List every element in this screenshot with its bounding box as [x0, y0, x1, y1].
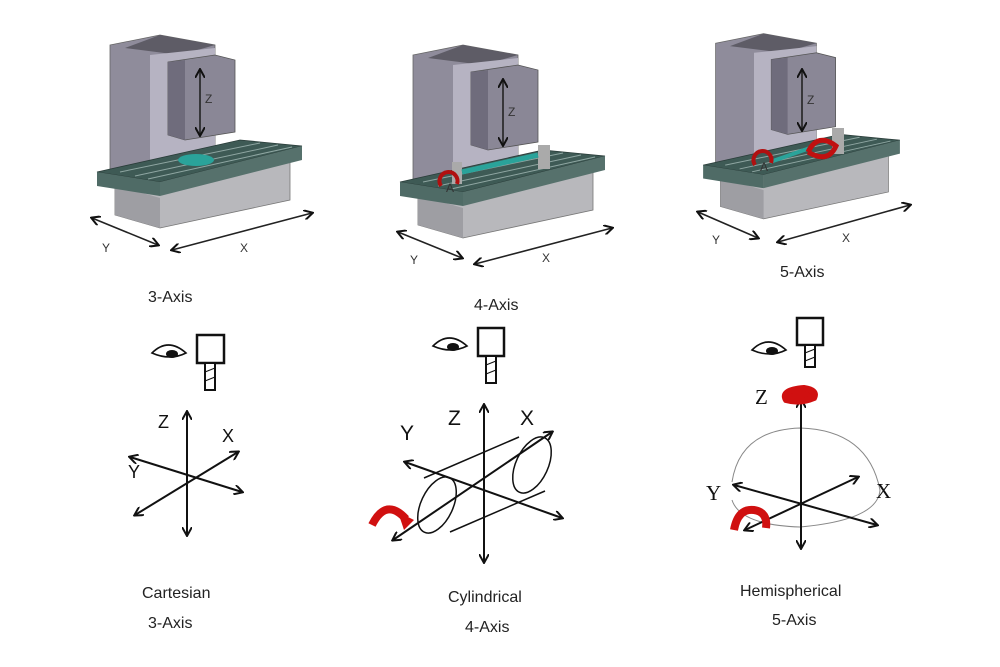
tool-icon: [476, 326, 506, 358]
axes-label: 5-Axis: [772, 612, 816, 629]
z-label: Z: [158, 412, 169, 432]
machine-title: 5-Axis: [780, 264, 824, 281]
axes-label: 3-Axis: [148, 615, 192, 632]
rotation-a-icon: [437, 170, 460, 188]
z-label: Z: [205, 92, 212, 106]
workpiece: [461, 152, 539, 175]
y-arrow: [698, 212, 758, 238]
machine-title: 3-Axis: [148, 289, 192, 306]
axes-name: Cartesian: [142, 585, 210, 602]
x-label: X: [876, 479, 891, 503]
eye-tool-icon-3: [750, 316, 825, 368]
y-label: Y: [102, 241, 110, 255]
tailstock-left: [452, 162, 462, 184]
x-label: X: [520, 407, 534, 430]
eye-icon: [150, 344, 188, 358]
rotation-a-icon: [751, 149, 774, 167]
x-arrow: [172, 213, 312, 250]
rotation-c-icon: [805, 137, 840, 160]
axes-name: Cylindrical: [448, 589, 522, 606]
y-label: Y: [400, 422, 414, 445]
workpiece: [178, 154, 214, 166]
y-arrow: [398, 232, 462, 258]
machine-3-axis: Z Y X 3-Axis: [92, 34, 312, 306]
y-label: Y: [712, 233, 720, 247]
y-label: Y: [410, 253, 418, 267]
rotation-c-arrow-icon: [781, 384, 818, 405]
x-arrow: [475, 228, 612, 264]
z-label: Z: [508, 105, 515, 119]
eye-tool-icon-2: [431, 326, 506, 384]
tool-icon: [195, 333, 226, 365]
eye-tool-icon-1: [150, 333, 226, 391]
x-label: X: [842, 231, 850, 245]
y-label: Y: [706, 481, 721, 505]
tool-icon: [795, 316, 825, 347]
eye-icon: [431, 337, 469, 351]
x-arrow: [778, 205, 910, 242]
a-label: A: [446, 181, 454, 195]
a-label: A: [760, 160, 768, 174]
eye-icon: [750, 341, 788, 355]
x-label: X: [542, 251, 550, 265]
cartesian-axes: Z X Y Cartesian 3-Axis: [128, 412, 242, 632]
z-label: Z: [807, 93, 814, 107]
rotation-a-arrow-icon: [730, 505, 771, 531]
machine-5-axis: A Z Y X 5-Axis: [698, 33, 910, 281]
z-label: Z: [755, 385, 768, 409]
tailstock-right: [538, 145, 550, 169]
axes-label: 4-Axis: [465, 619, 509, 636]
workpiece: [769, 146, 811, 164]
y-label: Y: [128, 462, 140, 482]
x-label: X: [222, 426, 234, 446]
z-label: Z: [448, 407, 461, 430]
x-label: X: [240, 241, 248, 255]
y-arrow: [92, 218, 158, 245]
hemispherical-axes: Z Y X Hemispherical 5-Axis: [706, 384, 891, 629]
machine-title: 4-Axis: [474, 297, 518, 314]
axes-name: Hemispherical: [740, 583, 841, 600]
cylindrical-axes: Y Z X Cylindrical 4-Axis: [368, 405, 562, 636]
machine-4-axis: A Z Y X 4-Axis: [398, 44, 612, 314]
